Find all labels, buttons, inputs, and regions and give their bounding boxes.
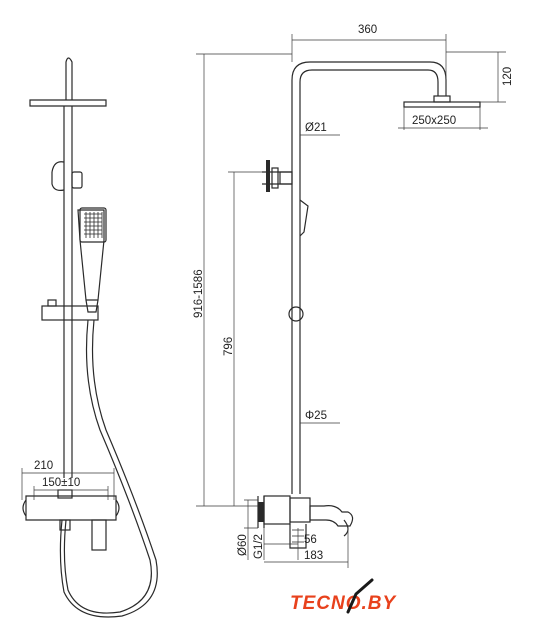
brand-part2: NO.BY	[331, 593, 398, 614]
mixer-side	[257, 495, 354, 549]
shower-arm	[65, 57, 73, 100]
dimension-56: 56	[264, 528, 317, 560]
dimension-56-label: 56	[304, 534, 317, 546]
brand-check-mark	[346, 578, 374, 614]
mixer-body	[25, 495, 117, 521]
dimension-pipe-top: Ø21	[300, 122, 340, 136]
brand-logo: TECNO.BY	[290, 578, 398, 614]
dimension-head-size-label: 250x250	[412, 115, 456, 127]
dimension-pipe-bottom: Φ25	[300, 410, 340, 424]
dimension-pipe-bottom-label: Φ25	[305, 410, 327, 422]
dimension-360: 360	[291, 24, 447, 96]
slide-holder	[41, 305, 99, 321]
front-view: 210 150±10	[21, 57, 158, 618]
wall-bracket-side	[262, 160, 293, 192]
dimension-60: Ø60	[237, 499, 258, 560]
hand-holder-side	[299, 199, 309, 237]
dimension-height-range-label: 916-1586	[193, 269, 205, 318]
slider-ball	[288, 306, 304, 322]
dimension-150: 150±10	[33, 477, 109, 500]
mixer-lever	[91, 519, 107, 551]
dimension-120: 120	[446, 51, 514, 103]
dimension-120-label: 120	[502, 67, 514, 86]
brand-part1: TEC	[290, 593, 331, 614]
hand-shower	[77, 209, 105, 301]
dimension-head-size: 250x250	[398, 107, 488, 130]
dimension-796-label: 796	[223, 337, 235, 356]
hand-shower-nozzles	[84, 212, 103, 238]
dimension-60-label: Ø60	[237, 534, 249, 556]
dimension-183-label: 183	[304, 550, 323, 562]
dimension-360-label: 360	[358, 24, 377, 36]
dimension-210: 210	[21, 460, 115, 500]
dimension-210-label: 210	[34, 460, 53, 472]
dimension-796: 796	[223, 171, 262, 506]
dimension-pipe-top-label: Ø21	[305, 122, 327, 134]
rain-shower-head	[29, 99, 107, 107]
dimension-150-label: 150±10	[42, 477, 80, 489]
dimension-thread: G1/2	[253, 528, 265, 560]
dimension-183: 183	[264, 528, 349, 568]
dimension-height-range: 916-1586	[193, 53, 292, 507]
wall-bracket	[51, 161, 65, 173]
rain-head-side	[403, 101, 481, 108]
shower-hose	[63, 319, 152, 614]
dimension-thread-label: G1/2	[253, 534, 265, 559]
side-view	[257, 61, 481, 549]
brand-logo-text: TECNO.BY	[290, 593, 398, 614]
riser-pipe-right	[291, 61, 447, 494]
